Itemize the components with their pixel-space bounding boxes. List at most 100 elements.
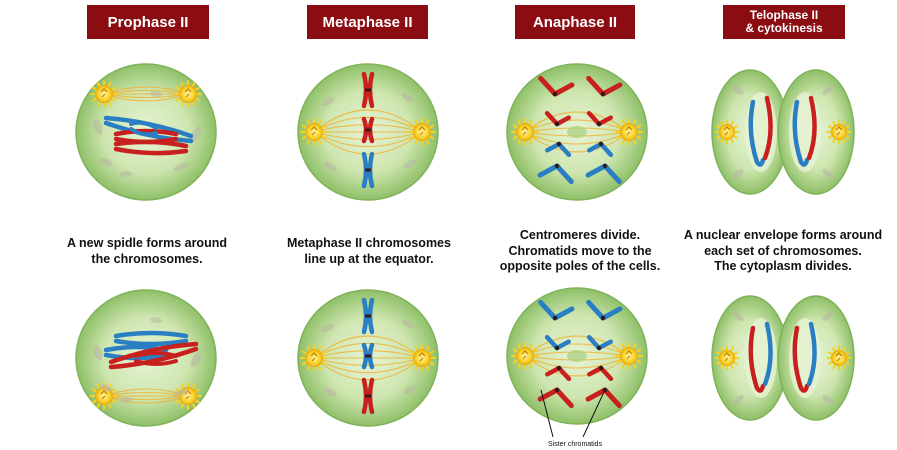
- organelle: [321, 97, 335, 107]
- phase-title-line-2: & cytokinesis: [745, 21, 823, 35]
- centriole: [521, 350, 529, 360]
- chromosome: [361, 342, 375, 370]
- centromere: [554, 121, 560, 127]
- centrosome-icon: [299, 117, 329, 147]
- centrosome-icon: [614, 341, 644, 371]
- chromatid-arm: [596, 339, 613, 351]
- centrosome-body: [620, 123, 638, 141]
- chromatid-separated: [585, 387, 622, 409]
- chromatid-arm: [585, 387, 608, 402]
- description-metaphase-ii: Metaphase II chromosomes line up at the …: [264, 236, 474, 267]
- chromatid-separated: [587, 141, 614, 158]
- centrosome-body: [305, 349, 323, 367]
- cell-anaphase-ii: [506, 63, 648, 201]
- centromere: [600, 315, 606, 321]
- organelle: [190, 126, 202, 142]
- description-line: each set of chromosomes.: [704, 243, 862, 258]
- chromatid-arm: [554, 387, 574, 409]
- centrosome-icon: [407, 117, 437, 147]
- centriole: [418, 352, 426, 362]
- centromere: [596, 345, 602, 351]
- centrosome-body: [413, 349, 431, 367]
- spindle-fiber: [313, 350, 423, 359]
- phase-title-metaphase-ii: Metaphase II: [307, 5, 428, 39]
- centriole: [310, 126, 318, 136]
- spindle-fiber: [524, 131, 630, 145]
- chromatid-separated: [538, 75, 575, 97]
- chromosome: [361, 116, 375, 144]
- organelle: [173, 389, 189, 397]
- description-line: A new spidle forms around: [67, 236, 227, 250]
- centriole: [184, 88, 192, 98]
- cell-prophase-ii: [75, 289, 217, 427]
- organelle: [822, 84, 834, 96]
- spindle-fiber: [524, 343, 630, 357]
- chromatid-arm: [586, 299, 606, 321]
- chromatid: [129, 120, 158, 130]
- spindle-fiber: [313, 357, 423, 366]
- cell-anaphase-ii: [506, 287, 648, 425]
- spindle-fiber: [524, 111, 630, 133]
- chromosome: [806, 321, 817, 387]
- chromatid: [113, 139, 189, 149]
- centromere: [365, 394, 371, 398]
- centrosome-icon: [714, 345, 740, 371]
- spindle-fiber: [313, 131, 423, 155]
- centrosome-body: [179, 85, 197, 103]
- chromosome: [762, 95, 773, 161]
- chromatid-separated: [587, 365, 614, 382]
- centromere: [365, 168, 371, 172]
- organelle: [401, 93, 415, 103]
- organelle: [732, 394, 744, 406]
- centriole: [310, 352, 318, 362]
- chromatid-separated: [545, 365, 572, 382]
- centrosome-body: [831, 124, 847, 140]
- centromere: [602, 163, 608, 169]
- centrosome-body: [305, 123, 323, 141]
- phase-title-prophase-ii: Prophase II: [87, 5, 209, 39]
- centrosome-icon: [826, 345, 852, 371]
- spindle-fiber: [313, 124, 423, 133]
- centrosome-icon: [614, 117, 644, 147]
- phase-title-text: Anaphase II: [532, 13, 618, 31]
- chromosome: [361, 377, 375, 415]
- organelle: [822, 394, 834, 406]
- sister-chromatids-label: Sister chromatids: [548, 441, 603, 448]
- centromere: [552, 315, 558, 321]
- centrosome-body: [831, 350, 847, 366]
- centriole: [100, 390, 108, 400]
- chromatid-separated: [537, 163, 574, 185]
- description-line: Metaphase II chromosomes: [287, 236, 451, 250]
- spindle-fiber: [313, 131, 423, 140]
- chromatid-arm: [552, 306, 575, 321]
- centrosome-body: [95, 85, 113, 103]
- description-line: line up at the equator.: [304, 251, 434, 266]
- centrosome-body: [620, 347, 638, 365]
- centromere: [596, 121, 602, 127]
- chromatid-arm: [598, 365, 614, 382]
- chromatid-separated: [586, 110, 613, 127]
- description-line: the chromosomes.: [91, 251, 203, 266]
- phase-title-text: Metaphase II: [322, 13, 413, 31]
- chromatid-separated: [544, 110, 571, 127]
- chromatid-arm: [586, 334, 602, 351]
- organelle: [120, 397, 132, 403]
- centromere: [365, 128, 371, 132]
- organelle: [403, 159, 417, 169]
- chromatid-arm: [545, 365, 562, 377]
- annotation-pointer-line: [582, 391, 605, 438]
- chromosome: [134, 351, 178, 366]
- chromatid-separated: [545, 141, 572, 158]
- centromere: [552, 91, 558, 97]
- spindle-fiber: [524, 335, 630, 357]
- chromosome: [113, 139, 189, 156]
- chromatid-arm: [598, 141, 614, 158]
- centriole: [100, 88, 108, 98]
- organelle: [732, 168, 744, 180]
- phase-title-telophase-ii: Telophase II & cytokinesis: [723, 5, 845, 39]
- chromatid-arm: [554, 339, 571, 351]
- description-anaphase-ii: Centromeres divide. Chromatids move to t…: [475, 228, 685, 275]
- organelle: [403, 385, 417, 395]
- description-line: A nuclear envelope forms around: [683, 228, 883, 242]
- chromatid-arm: [556, 365, 572, 382]
